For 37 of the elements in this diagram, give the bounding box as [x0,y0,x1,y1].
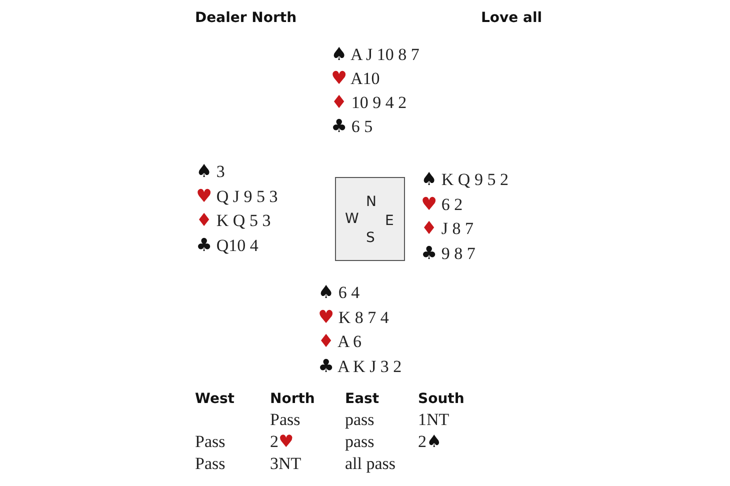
south-hand-suit: ♠ 6 4 [318,282,360,303]
vulnerability-note: Love all [481,10,542,26]
bid: Pass [195,454,226,474]
bid: Pass [270,410,300,430]
east-hand-suit: ♦ J 8 7 [421,218,474,239]
bid: pass [345,432,374,452]
east-hand-suit: ♥ 6 2 [421,194,463,214]
west-hand-suit: ♠ 3 [196,161,225,182]
west-hand-suit: ♥ Q J 9 5 3 [196,186,278,206]
west-hand-suit: ♣ Q10 4 [196,234,258,256]
east-hand-suit: ♣ 9 8 7 [421,242,476,264]
south-hand-suit: ♥ K 8 7 4 [318,306,389,328]
auction-header: South [418,391,464,407]
auction-header: West [195,391,234,407]
north-hand-suit: ♥ A10 [331,68,380,89]
west-hand-suit: ♦ K Q 5 3 [196,210,271,231]
dealer-note: Dealer North [195,10,297,26]
bid: Pass [195,432,226,452]
compass-letter: E [385,213,394,229]
east-hand-suit: ♠ K Q 9 5 2 [421,169,508,190]
north-hand-suit: ♣ 6 5 [331,116,373,137]
bid: 2♠ [418,432,442,452]
bid: 3NT [270,454,302,474]
compass-letter: N [366,194,376,210]
auction-header: North [270,391,315,407]
compass-letter: W [345,211,359,227]
south-hand-suit: ♦ A 6 [318,331,362,352]
auction-header: East [345,391,380,407]
bid: 2♥ [270,432,294,452]
north-hand-suit: ♦ 10 9 4 2 [331,92,407,113]
north-hand-suit: ♠ A J 10 8 7 [331,44,420,65]
south-hand-suit: ♣ A K J 3 2 [318,356,402,376]
bid: 1NT [418,410,450,430]
compass-letter: S [366,230,375,246]
bid: pass [345,410,374,430]
bid: all pass [345,454,396,474]
compass-table-box [335,177,405,261]
